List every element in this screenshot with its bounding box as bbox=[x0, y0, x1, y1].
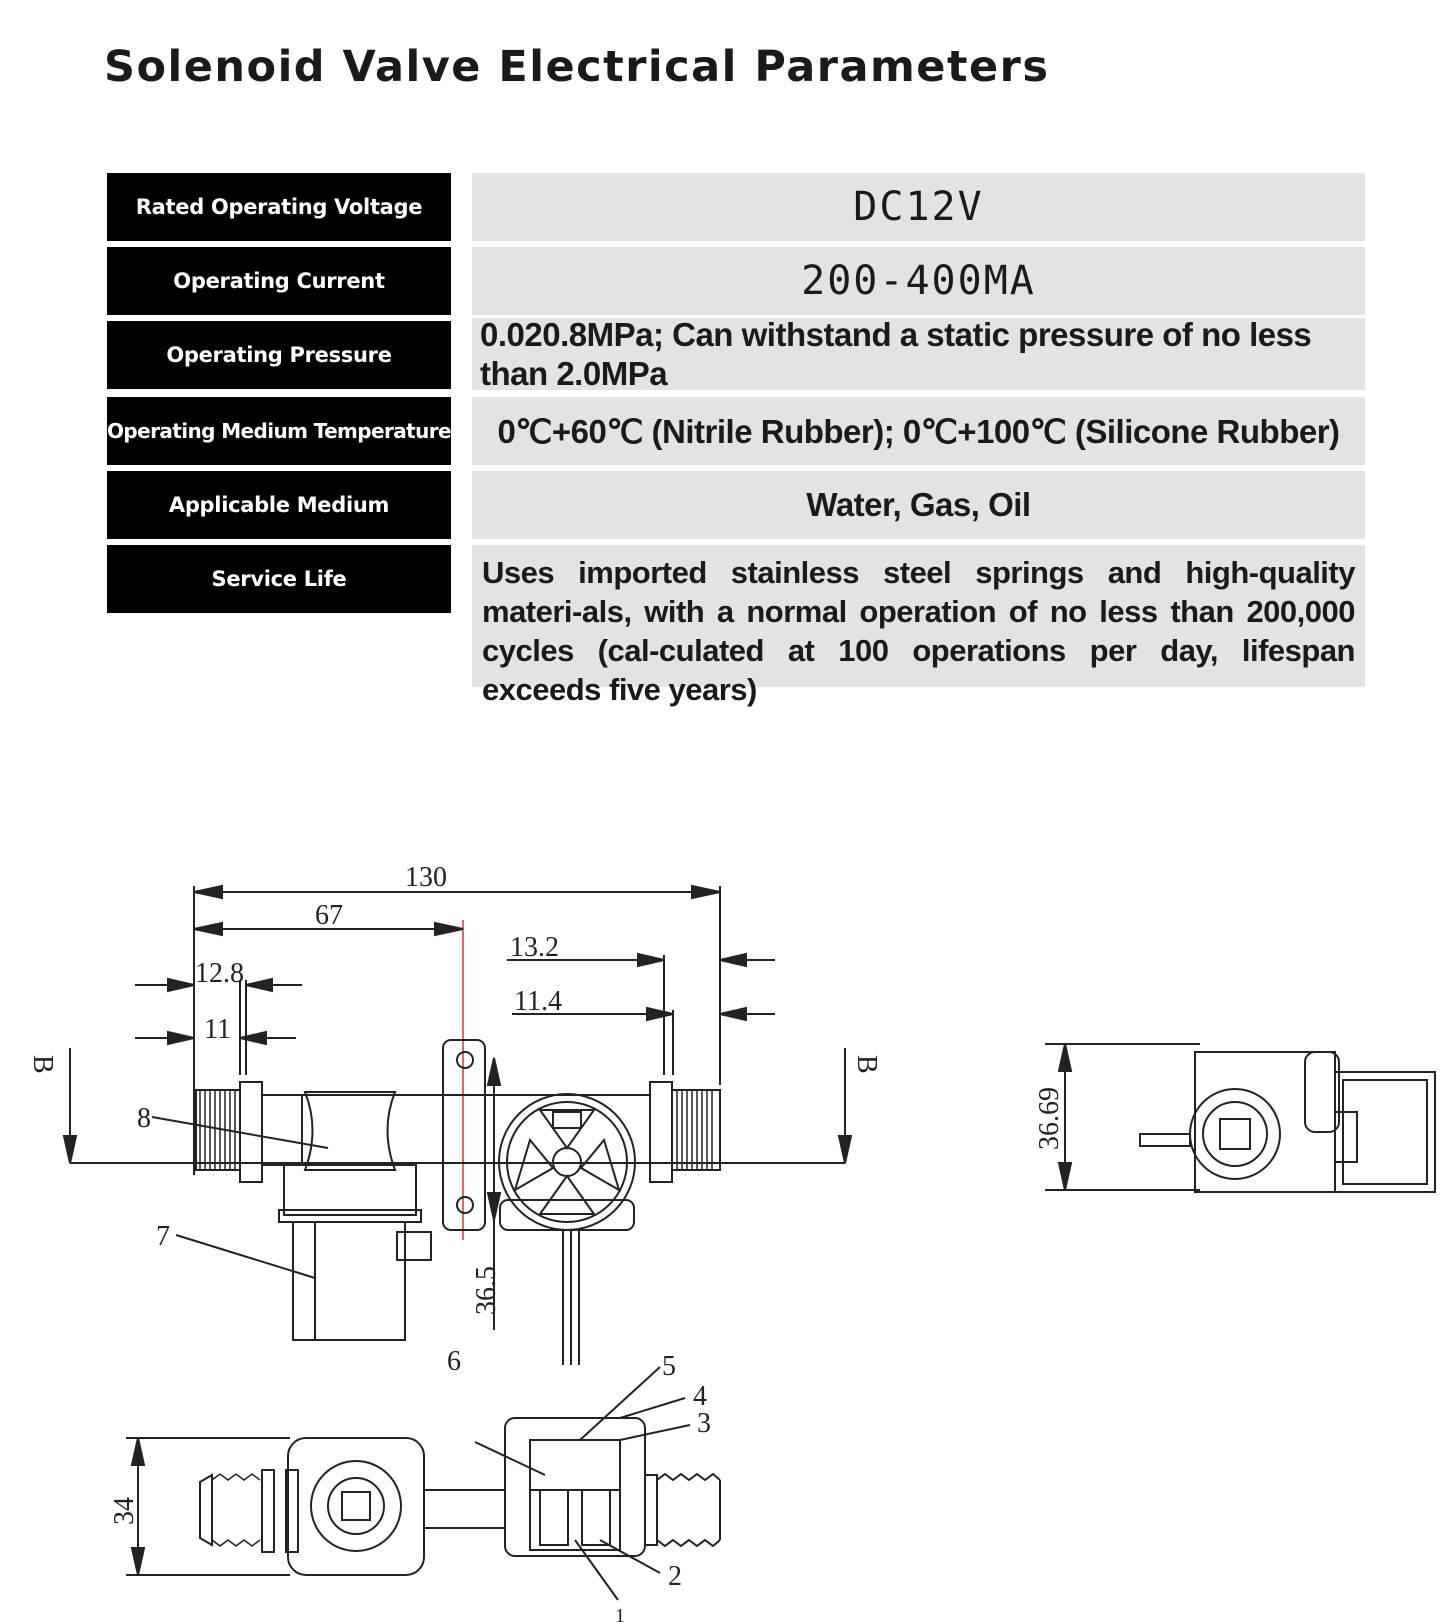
dim-13-2-label: 13.2 bbox=[510, 932, 559, 963]
label-operating-current: Operating Current bbox=[107, 247, 451, 315]
section-b-left: B bbox=[27, 1055, 58, 1074]
dim-36-5-label: 36.5 bbox=[471, 1266, 502, 1315]
dim-12-8-label: 12.8 bbox=[195, 958, 244, 989]
value-service-life: Uses imported stainless steel springs an… bbox=[472, 545, 1365, 707]
label-medium-temperature: Operating Medium Temperature bbox=[107, 397, 452, 465]
part-2-label: 2 bbox=[668, 1561, 682, 1592]
page-title: Solenoid Valve Electrical Parameters bbox=[104, 42, 1050, 92]
front-view bbox=[62, 884, 853, 1365]
label-service-life: Service Life bbox=[107, 545, 451, 613]
value-rated-voltage: DC12V bbox=[472, 173, 1365, 241]
part-1-label: 1 bbox=[615, 1605, 625, 1622]
value-applicable-medium: Water, Gas, Oil bbox=[472, 471, 1365, 539]
dim-36-69-label: 36.69 bbox=[1034, 1087, 1065, 1150]
label-operating-pressure: Operating Pressure bbox=[107, 321, 451, 389]
value-medium-temperature: 0℃+60℃ (Nitrile Rubber); 0℃+100℃ (Silico… bbox=[472, 397, 1365, 465]
label-applicable-medium: Applicable Medium bbox=[107, 471, 451, 539]
top-view bbox=[126, 1366, 721, 1601]
dim-11-4-label: 11.4 bbox=[514, 986, 562, 1017]
dim-130-label: 130 bbox=[405, 862, 447, 893]
dim-11-label: 11 bbox=[204, 1014, 231, 1045]
value-operating-pressure: 0.020.8MPa; Can withstand a static press… bbox=[472, 316, 1365, 392]
part-7-label: 7 bbox=[156, 1221, 170, 1252]
part-3-label: 3 bbox=[697, 1408, 711, 1439]
dim-67-label: 67 bbox=[315, 900, 343, 931]
label-rated-voltage: Rated Operating Voltage bbox=[107, 173, 451, 241]
value-operating-current: 200-400MA bbox=[472, 247, 1365, 315]
part-4-label: 4 bbox=[693, 1381, 707, 1412]
side-view bbox=[1045, 1043, 1436, 1193]
dim-34-label: 34 bbox=[109, 1497, 140, 1525]
part-5-label: 5 bbox=[662, 1351, 676, 1382]
part-8-label: 8 bbox=[137, 1103, 151, 1134]
section-b-right: B bbox=[851, 1055, 882, 1074]
part-6-label: 6 bbox=[447, 1346, 461, 1377]
